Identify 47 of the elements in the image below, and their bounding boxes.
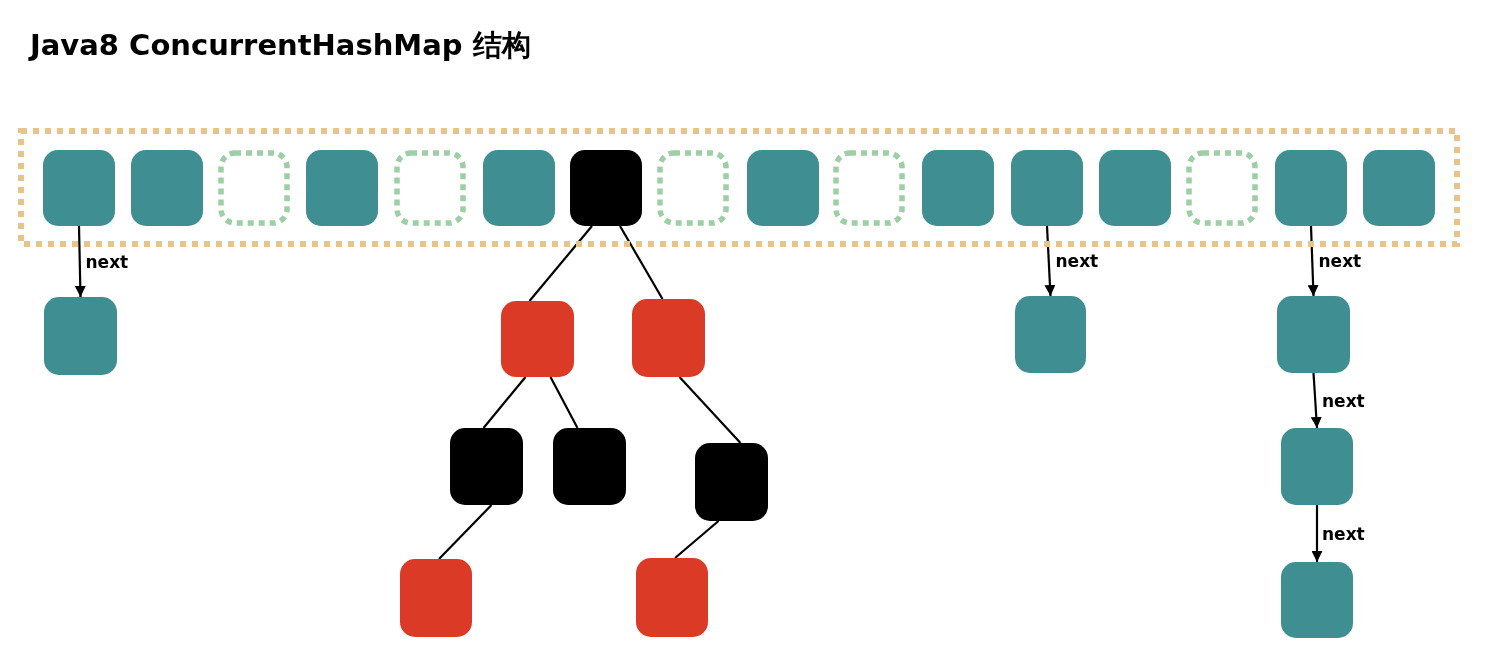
arrow bbox=[1311, 505, 1323, 562]
tree-node-box bbox=[501, 301, 574, 377]
tree-node-box bbox=[636, 558, 708, 637]
arrow bbox=[74, 225, 86, 298]
tree-node-box bbox=[632, 299, 705, 377]
tree-link bbox=[438, 504, 493, 560]
arrow bbox=[1307, 225, 1319, 297]
node-box bbox=[1011, 150, 1083, 226]
tree-link bbox=[528, 225, 593, 302]
node-box bbox=[922, 150, 994, 226]
array-frame bbox=[18, 128, 1460, 247]
edge-label: next bbox=[1321, 391, 1366, 410]
arrow bbox=[1044, 225, 1056, 297]
tree-node-box bbox=[400, 559, 472, 637]
node-box bbox=[1099, 150, 1171, 226]
tree-link bbox=[549, 376, 579, 429]
node-box bbox=[44, 297, 117, 375]
tree-link bbox=[619, 225, 664, 300]
title: Java8 ConcurrentHashMap 结构 bbox=[30, 27, 531, 64]
node-box bbox=[306, 150, 378, 226]
edge-label: next bbox=[84, 252, 130, 271]
tree-node-box bbox=[695, 443, 768, 521]
edge-label: next bbox=[1054, 252, 1100, 270]
empty-bucket-box bbox=[394, 150, 466, 226]
node-box bbox=[483, 150, 555, 226]
edge-label: next bbox=[1321, 524, 1366, 543]
node-box bbox=[1277, 296, 1350, 373]
node-box bbox=[1363, 150, 1435, 226]
tree-node-box bbox=[570, 150, 642, 226]
edge-label: next bbox=[1317, 252, 1363, 270]
node-box bbox=[43, 150, 115, 226]
empty-bucket-box bbox=[1186, 150, 1258, 226]
empty-bucket-box bbox=[833, 150, 905, 226]
node-box bbox=[747, 150, 819, 226]
node-box bbox=[1015, 296, 1086, 373]
tree-link bbox=[678, 376, 742, 444]
arrow bbox=[1310, 372, 1322, 429]
node-box bbox=[1281, 562, 1353, 638]
node-box bbox=[1281, 428, 1353, 505]
empty-bucket-box bbox=[218, 150, 290, 226]
tree-node-box bbox=[450, 428, 523, 505]
node-box bbox=[1275, 150, 1347, 226]
tree-node-box bbox=[553, 428, 626, 505]
node-box bbox=[131, 150, 203, 226]
tree-link bbox=[482, 376, 527, 429]
empty-bucket-box bbox=[657, 150, 729, 226]
tree-link bbox=[674, 520, 720, 559]
